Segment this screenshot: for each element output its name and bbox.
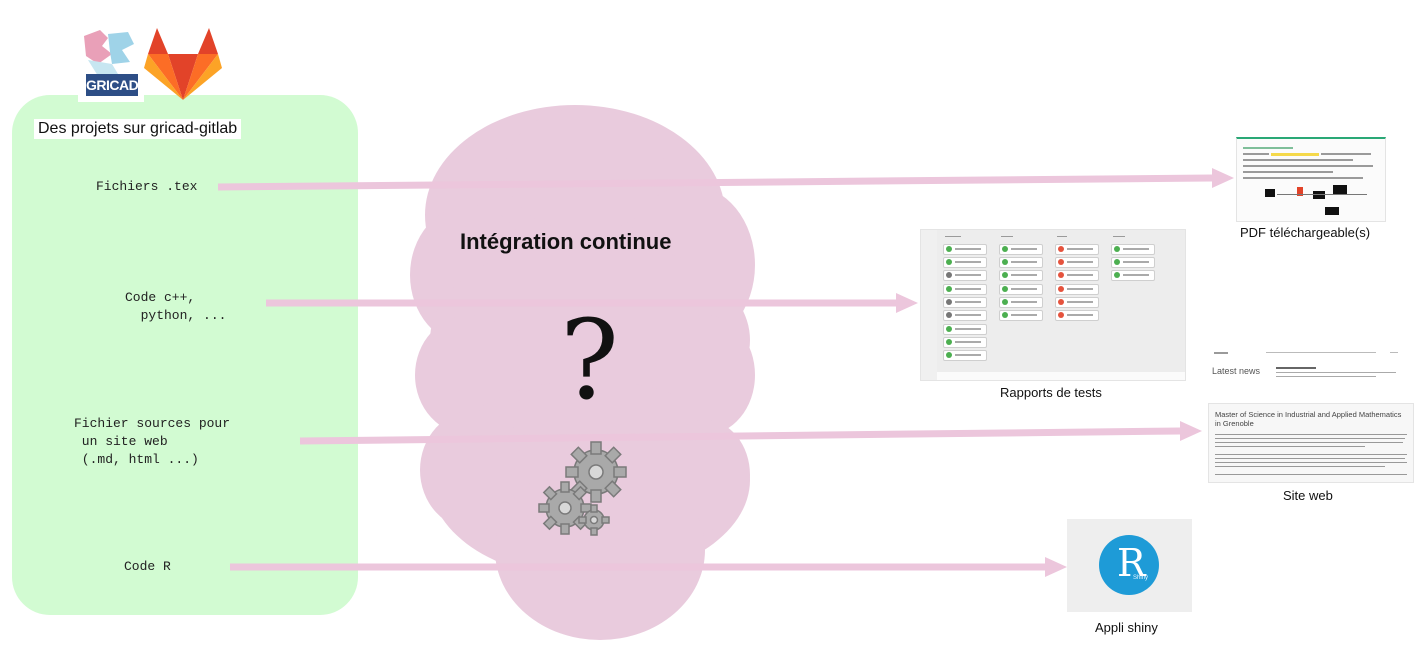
source-code: Code c++, python, ... [125, 290, 227, 323]
gitlab-logo [140, 24, 226, 104]
site-heading: Master of Science in Industrial and Appl… [1215, 410, 1402, 428]
ci-title: Intégration continue [460, 229, 672, 254]
r-logo: R Shiny [1099, 535, 1159, 595]
source-r: Code R [124, 559, 171, 574]
site-header-thumbnail: Latest news [1210, 346, 1414, 386]
projects-panel [12, 95, 358, 615]
question-mark: ? [560, 296, 619, 424]
gricad-logo-text: GRICAD [86, 77, 139, 93]
output-site-label: Site web [1283, 488, 1333, 503]
panel-title: Des projets sur gricad-gitlab [34, 119, 242, 139]
gricad-logo: GRICAD [78, 24, 144, 102]
site-latest-news: Latest news [1212, 366, 1261, 376]
pdf-thumbnail [1236, 137, 1386, 222]
source-web: Fichier sources pour un site web (.md, h… [74, 416, 231, 467]
tests-thumbnail [920, 229, 1186, 381]
output-pdf-label: PDF téléchargeable(s) [1240, 225, 1371, 240]
arrows [217, 168, 1234, 577]
output-tests-label: Rapports de tests [1000, 385, 1102, 400]
output-shiny-label: Appli shiny [1095, 620, 1158, 635]
source-tex: Fichiers .tex [96, 179, 198, 194]
shiny-thumbnail: R Shiny [1067, 519, 1192, 612]
site-thumbnail: Master of Science in Industrial and Appl… [1208, 403, 1414, 483]
gears-icon [538, 441, 627, 536]
